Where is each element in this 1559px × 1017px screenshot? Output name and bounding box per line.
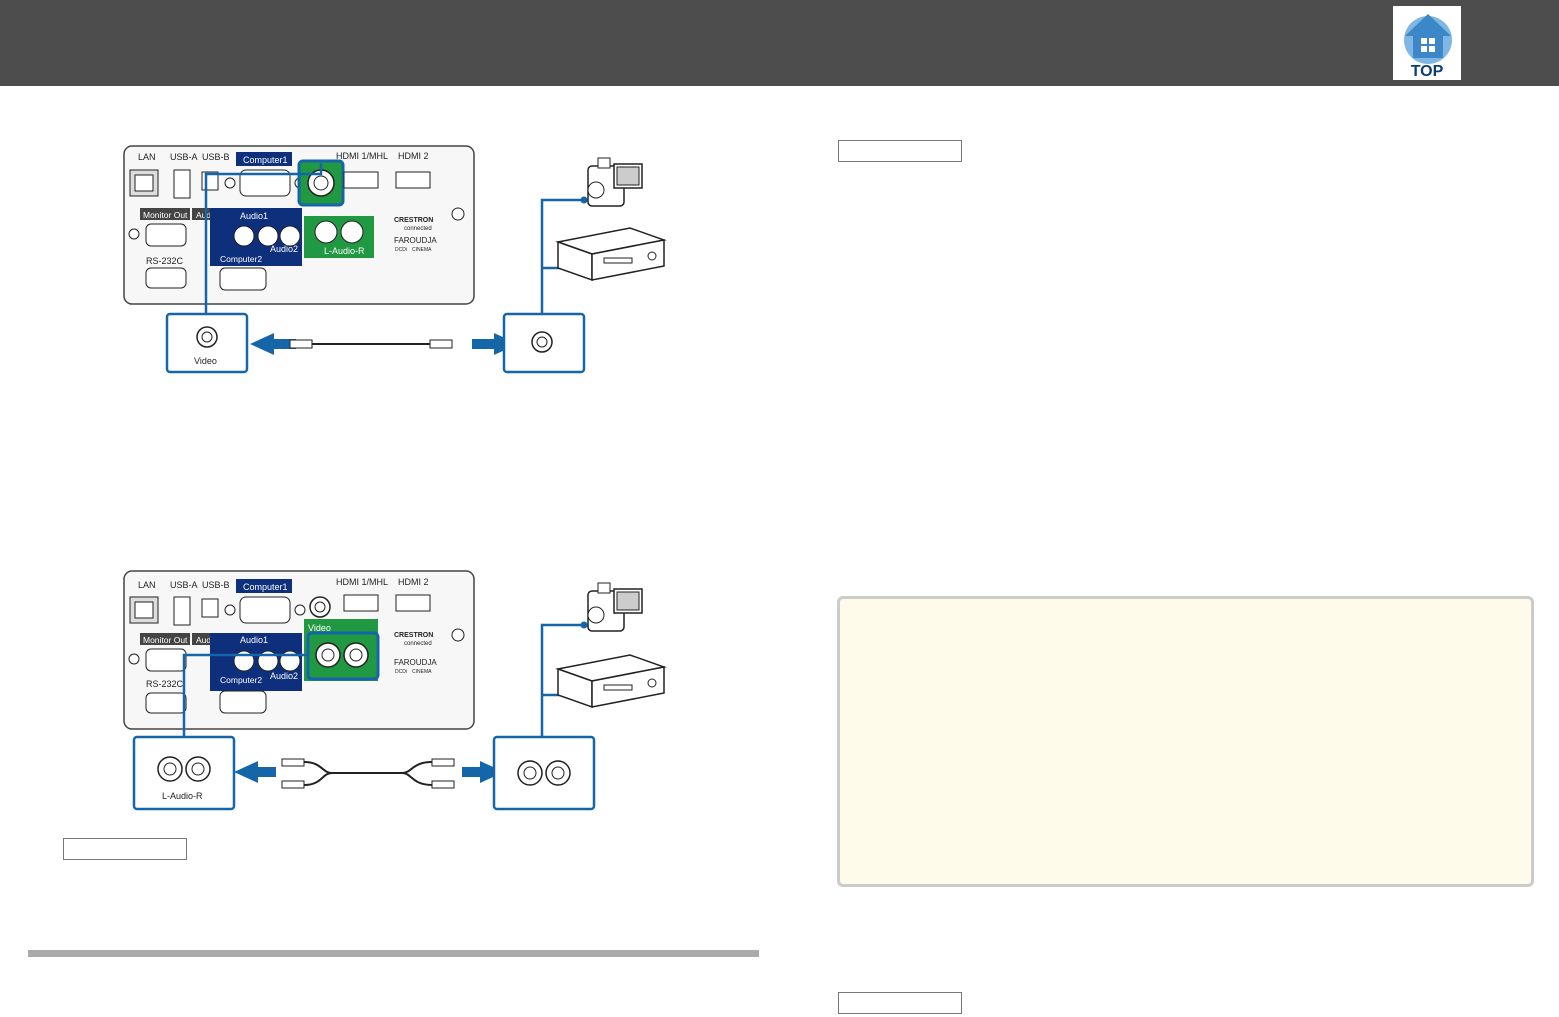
hdmi1-label: HDMI 1/MHL — [336, 151, 388, 161]
audio1-label: Audio1 — [240, 635, 268, 645]
l-audio-r-callout-label: L-Audio-R — [162, 791, 203, 801]
cinema-label: CINEMA — [412, 247, 432, 253]
connected-label: connected — [404, 641, 432, 647]
video-callout-label: Video — [194, 356, 217, 366]
rs232c-label: RS-232C — [146, 679, 184, 689]
camcorder-icon — [587, 582, 643, 632]
home-arrow-icon — [1404, 14, 1452, 64]
dcdi-label: DCDi — [395, 247, 407, 253]
note-box — [837, 596, 1534, 887]
lan-label: LAN — [138, 580, 156, 590]
lan-label: LAN — [138, 152, 156, 162]
usb-b-label: USB-B — [202, 152, 230, 162]
usb-b-label: USB-B — [202, 580, 230, 590]
dcdi-label: DCDi — [395, 669, 407, 675]
audio1-label: Audio1 — [240, 211, 268, 221]
video-label: Video — [308, 623, 331, 633]
usb-a-label: USB-A — [170, 580, 198, 590]
monitor-out-label: Monitor Out — [143, 210, 188, 220]
crestron-label: CRESTRON — [394, 217, 433, 224]
faroudja-label: FAROUDJA — [394, 236, 437, 245]
computer2-label: Computer2 — [220, 254, 262, 264]
page-header — [0, 0, 1559, 86]
top-button-label: TOP — [1410, 63, 1444, 80]
reference-box — [838, 140, 962, 162]
reference-box — [63, 838, 187, 860]
crestron-label: CRESTRON — [394, 632, 433, 639]
monitor-out-label: Monitor Out — [143, 635, 188, 645]
section-rule — [28, 950, 759, 957]
video-connection-diagram: LAN USB-A USB-B Computer1 HDMI 1/MHL HDM… — [123, 145, 667, 374]
l-audio-r-callout — [132, 735, 236, 811]
usb-a-label: USB-A — [170, 152, 198, 162]
computer2-label: Computer2 — [220, 675, 262, 685]
video-player-icon — [555, 654, 667, 709]
computer1-label: Computer1 — [243, 155, 288, 165]
top-button[interactable]: TOP — [1393, 6, 1461, 80]
audio-connection-diagram: LAN USB-A USB-B Computer1 HDMI 1/MHL HDM… — [123, 570, 667, 811]
device-audio-callout — [492, 735, 596, 811]
audio2-label: Audio2 — [270, 244, 298, 254]
reference-box — [838, 992, 962, 1014]
connected-label: connected — [404, 226, 432, 232]
computer1-label: Computer1 — [243, 582, 288, 592]
hdmi1-label: HDMI 1/MHL — [336, 577, 388, 587]
audio2-label: Audio2 — [270, 671, 298, 681]
l-audio-r-label: L-Audio-R — [324, 246, 365, 256]
hdmi2-label: HDMI 2 — [398, 151, 429, 161]
video-player-icon — [555, 227, 667, 282]
cinema-label: CINEMA — [412, 669, 432, 675]
hdmi2-label: HDMI 2 — [398, 577, 429, 587]
camcorder-icon — [587, 157, 643, 207]
faroudja-label: FAROUDJA — [394, 658, 437, 667]
rs232c-label: RS-232C — [146, 256, 184, 266]
